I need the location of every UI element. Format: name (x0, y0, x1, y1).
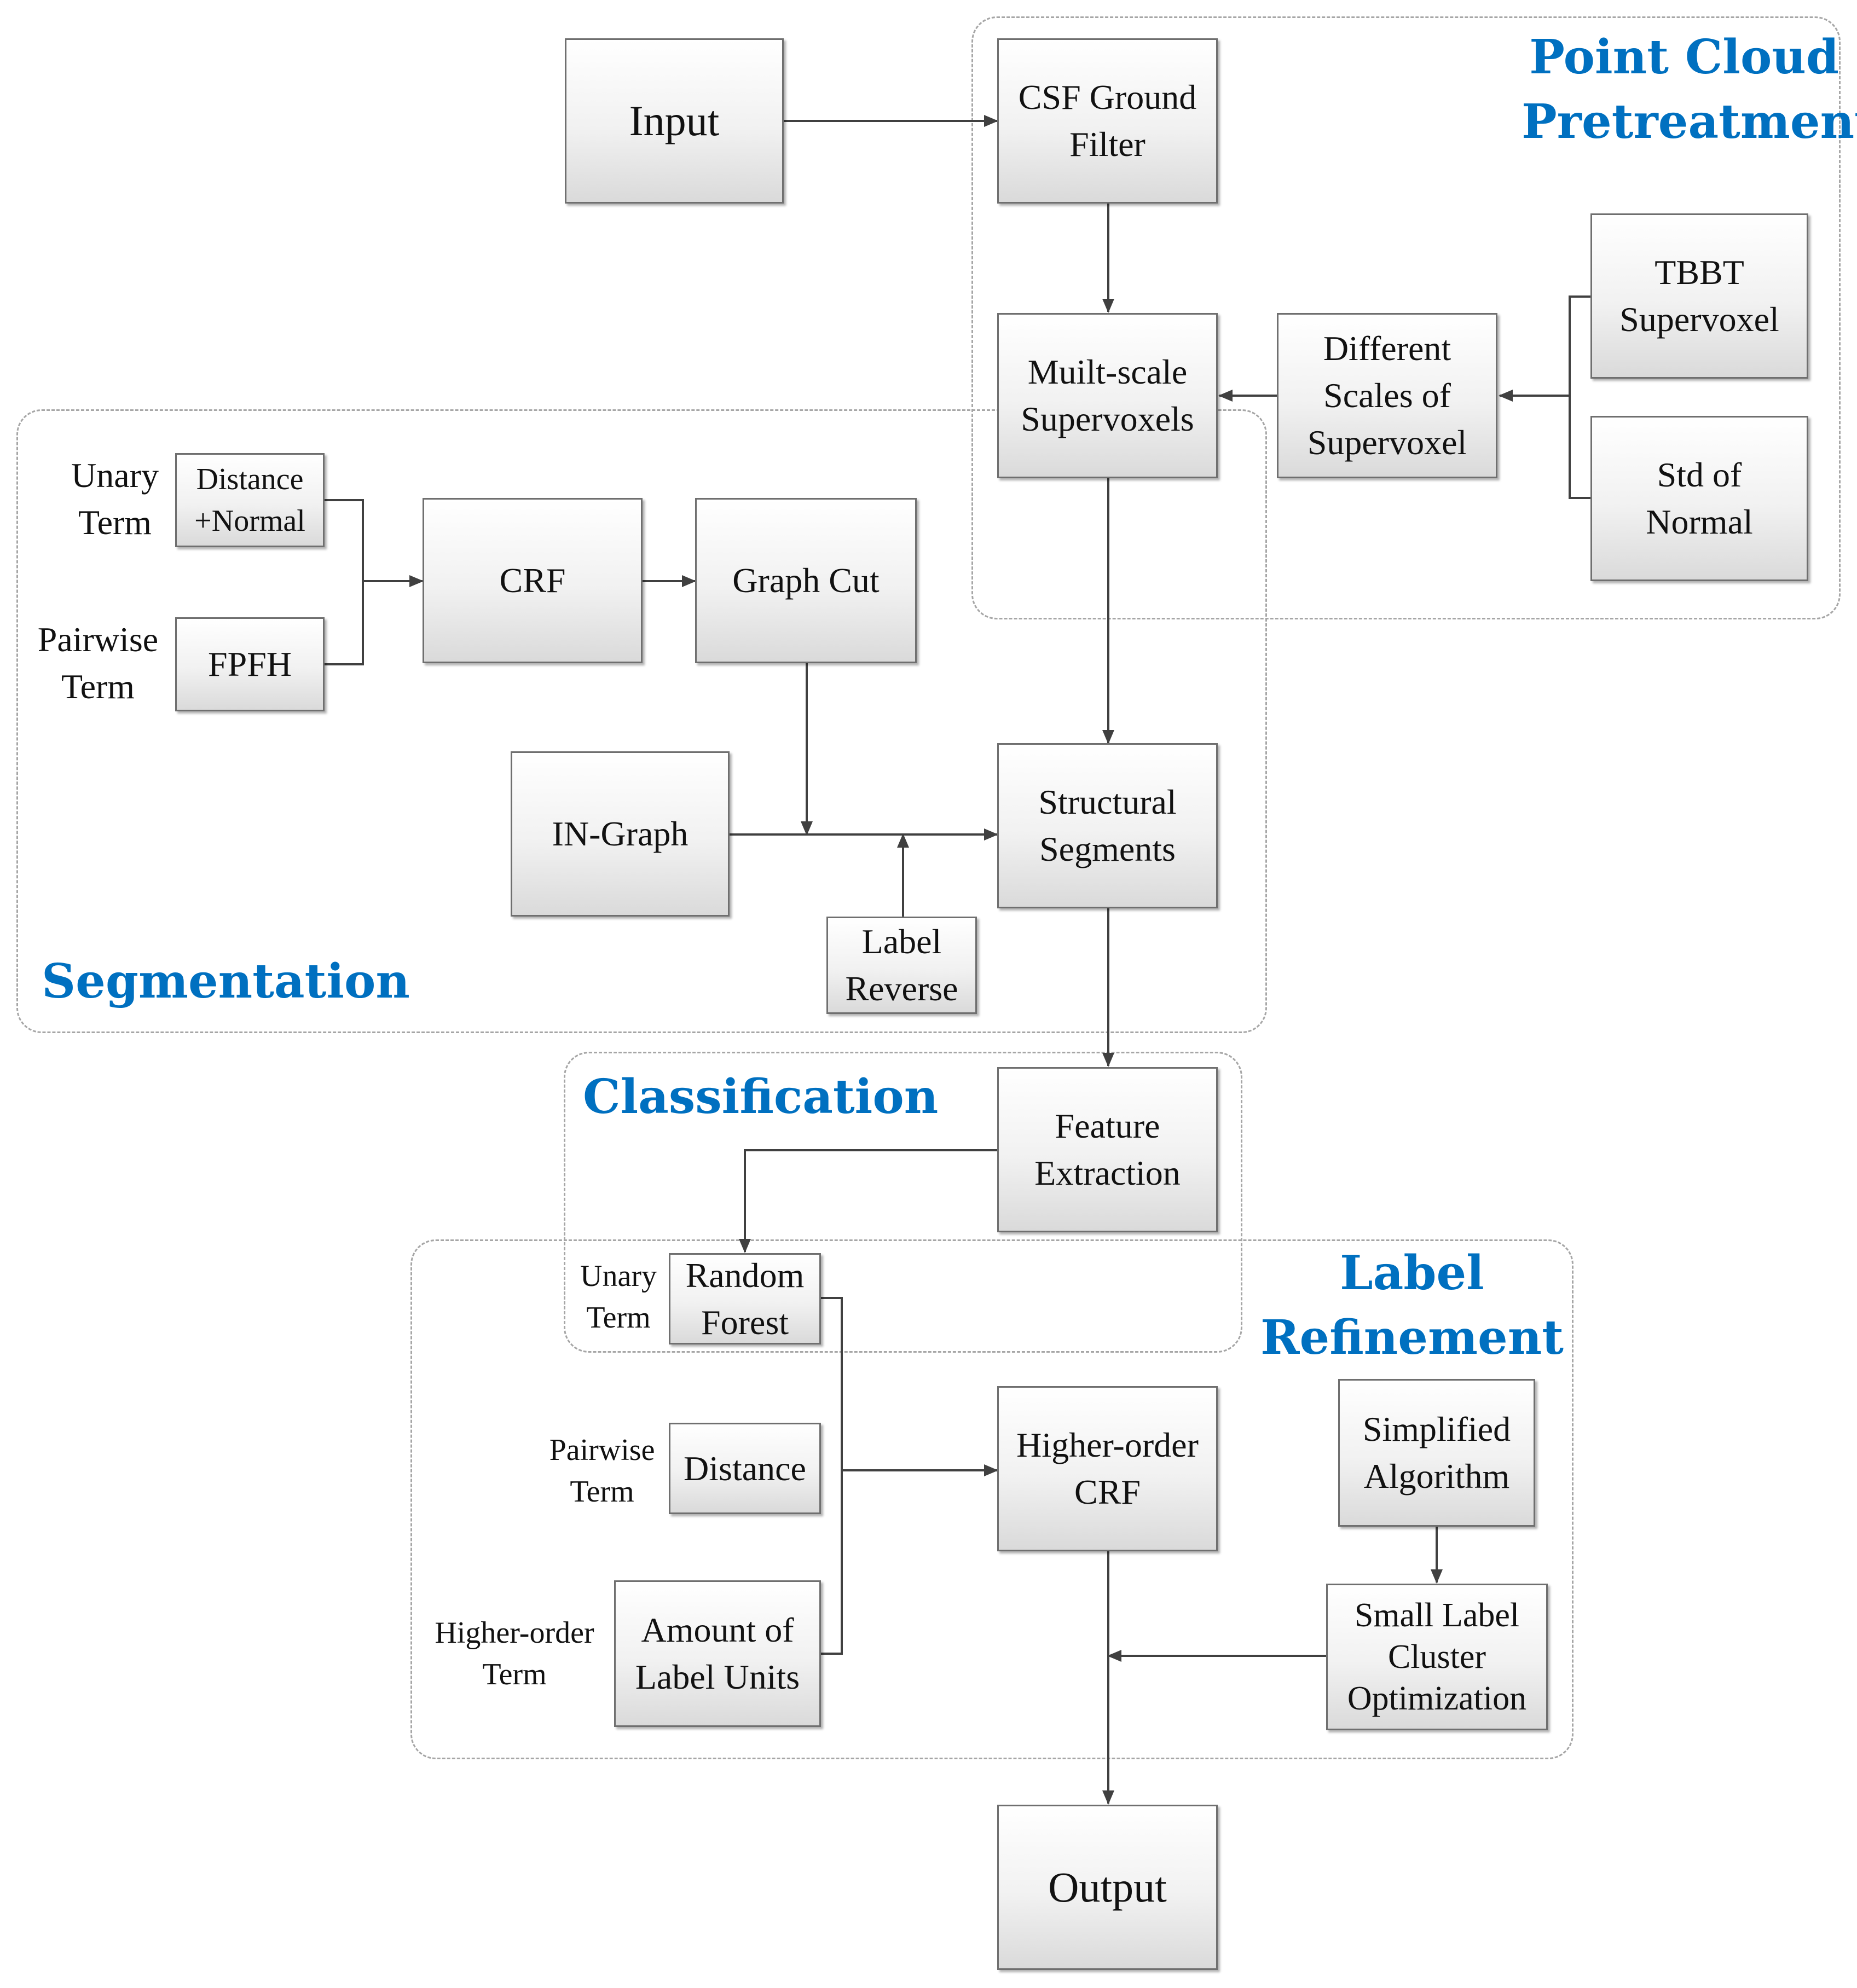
tbbt-supervoxel-box: TBBT Supervoxel (1590, 213, 1808, 379)
label-reverse-box: Label Reverse (826, 917, 977, 1014)
different-scales-box: Different Scales of Supervoxel (1277, 313, 1497, 478)
simplified-algorithm-label: Simplified Algorithm (1362, 1410, 1511, 1496)
structural-segments-label: Structural Segments (1038, 783, 1177, 868)
ref-unary-term-label: Unary Term (580, 1259, 657, 1335)
output-box: Output (997, 1805, 1218, 1970)
fpfh-label: FPFH (208, 645, 292, 683)
structural-segments-box: Structural Segments (997, 743, 1218, 908)
random-forest-box: Random Forest (669, 1253, 821, 1344)
in-graph-box: IN-Graph (511, 751, 730, 917)
distance-normal-box: Distance +Normal (175, 453, 325, 547)
classification-title: Classification (583, 1069, 939, 1125)
higher-order-crf-label: Higher-order CRF (1016, 1425, 1199, 1511)
label-refinement-region (410, 1239, 1573, 1759)
feature-extraction-box: Feature Extraction (997, 1067, 1218, 1232)
higher-order-crf-box: Higher-order CRF (997, 1386, 1218, 1551)
small-label-cluster-label: Small Label Cluster Optimization (1347, 1597, 1527, 1717)
distance-box: Distance (669, 1423, 821, 1514)
input-label: Input (629, 97, 720, 144)
distance-label: Distance (684, 1448, 806, 1488)
tbbt-supervoxel-label: TBBT Supervoxel (1619, 253, 1779, 339)
fpfh-box: FPFH (175, 617, 325, 711)
graph-cut-label: Graph Cut (732, 561, 880, 600)
bracket-unary-pairwise (325, 499, 364, 665)
seg-unary-term-label: Unary Term (71, 456, 159, 542)
small-label-cluster-box: Small Label Cluster Optimization (1326, 1584, 1548, 1730)
random-forest-label: Random Forest (685, 1255, 805, 1342)
crf-label: CRF (499, 561, 566, 600)
label-reverse-label: Label Reverse (845, 922, 958, 1008)
simplified-algorithm-box: Simplified Algorithm (1338, 1379, 1535, 1527)
amount-label-units-box: Amount of Label Units (614, 1580, 821, 1727)
in-graph-label: IN-Graph (552, 814, 689, 853)
seg-pairwise-term-label: Pairwise Term (37, 620, 159, 706)
output-label: Output (1048, 1863, 1167, 1911)
classification-region (564, 1052, 1242, 1353)
std-of-normal-box: Std of Normal (1590, 416, 1808, 581)
csf-ground-filter-label: CSF Ground Filter (1018, 78, 1197, 164)
different-scales-label: Different Scales of Supervoxel (1307, 329, 1467, 462)
label-refinement-title: Label Refinement (1260, 1245, 1564, 1365)
bracket-unary-pairwise-higherorder (821, 1297, 843, 1655)
segmentation-title: Segmentation (42, 954, 410, 1009)
std-of-normal-label: Std of Normal (1646, 455, 1753, 541)
point-cloud-pretreatment-region (971, 16, 1841, 619)
distance-normal-label: Distance +Normal (194, 462, 305, 538)
feature-extraction-label: Feature Extraction (1034, 1106, 1181, 1192)
csf-ground-filter-box: CSF Ground Filter (997, 38, 1218, 204)
crf-box: CRF (423, 498, 643, 663)
point-cloud-pretreatment-title: Point Cloud Pretreatment (1522, 30, 1857, 149)
input-box: Input (565, 38, 784, 204)
multiscale-supervoxels-box: Muilt-scale Supervoxels (997, 313, 1218, 478)
ref-higher-order-term-label: Higher-order Term (435, 1616, 594, 1691)
graph-cut-box: Graph Cut (695, 498, 917, 663)
arrow-feature-to-randomforest (739, 1149, 997, 1253)
amount-label-units-label: Amount of Label Units (635, 1610, 800, 1696)
multiscale-supervoxels-label: Muilt-scale Supervoxels (1021, 352, 1194, 438)
segmentation-region (16, 409, 1267, 1033)
ref-pairwise-term-label: Pairwise Term (549, 1433, 655, 1509)
bracket-tbbt-std (1569, 295, 1590, 499)
